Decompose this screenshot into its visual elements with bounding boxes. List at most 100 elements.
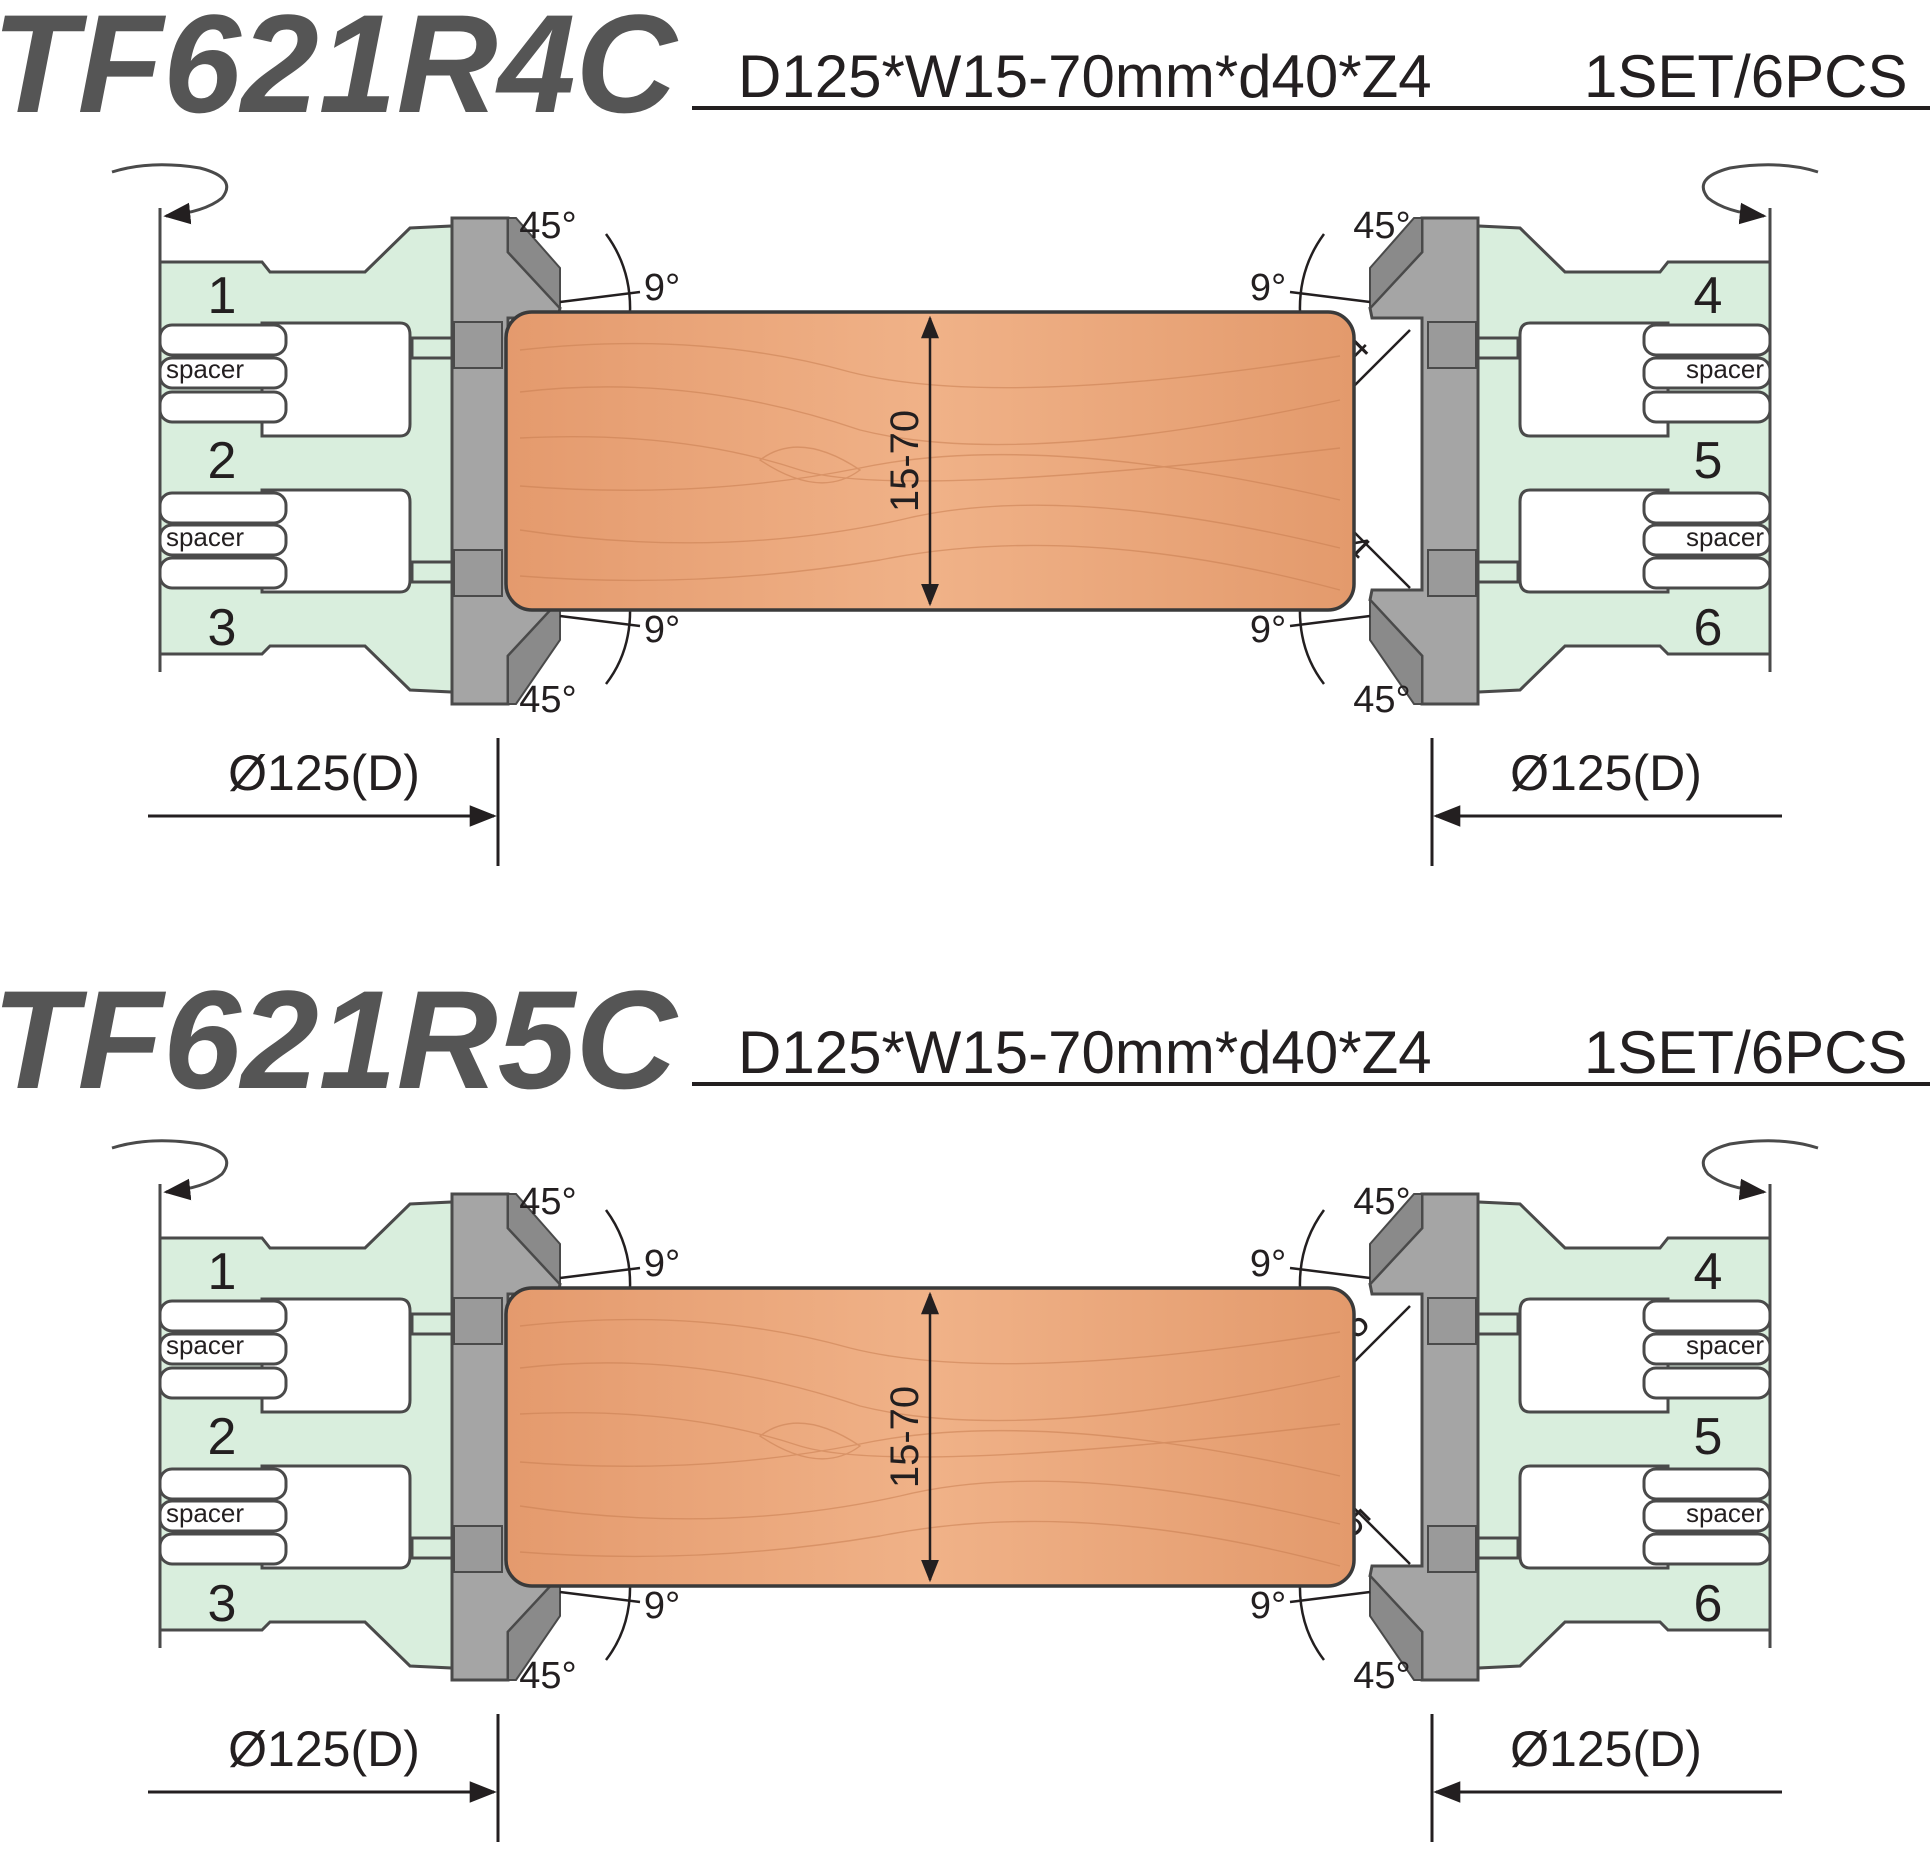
grain-line [519,544,1341,591]
cutter-number-5: 5 [1694,432,1723,490]
pin-block [410,1536,454,1560]
angle-label-45-top: 45° [1353,205,1410,247]
quantity-text: 1SET/6PCS [1584,1019,1907,1086]
knife-clamp [1427,1525,1477,1573]
angle-label-9-bottom: 9° [644,1585,680,1627]
grain-line [519,342,1341,389]
angle-label-9-bottom: 9° [644,609,680,651]
spacer [1642,491,1772,590]
grain-line [519,1429,1341,1477]
spacer-plate [158,556,288,590]
grain-line [519,453,1341,501]
pin-block [410,560,454,584]
cutter-number-6: 6 [1694,1575,1723,1633]
knife-bevel-top [1369,217,1423,311]
angle-label-9-top: 9° [644,1243,680,1285]
spacer-plate [158,390,288,424]
angle-label-45-top: 45° [1353,1181,1410,1223]
angle-line [1289,1590,1371,1604]
pin-block [1476,560,1520,584]
body-gap-upper [1518,321,1670,438]
rotation-arrow [111,163,229,225]
spacer-label: spacer [166,522,244,552]
grain-line [519,504,1341,549]
spacer-plate [1642,1467,1772,1501]
cutter-body [1476,1200,1772,1670]
angle-line [1289,1266,1371,1280]
grain-line [758,446,862,484]
knife-bevel-bottom [1369,1573,1423,1681]
angle-label-9-bottom: 9° [1250,1585,1286,1627]
spacer-plate [1642,390,1772,424]
angle-label-9-bottom: 9° [1250,609,1286,651]
angle-line [559,614,641,628]
spacer-plate [158,1366,288,1400]
model-title: TF621R5C [0,961,679,1118]
body-gap-upper [260,1297,412,1414]
knife-clamp [1427,321,1477,369]
cutter-number-2: 2 [208,1408,237,1466]
knife-clamp [1427,549,1477,597]
angle-line [1289,614,1371,628]
grain-line [519,435,1341,482]
rotation-arrow [111,1139,229,1201]
angle-label-45-bottom: 45° [1353,679,1410,721]
wood-grain [519,342,1341,591]
spacer-plate [1642,1366,1772,1400]
knife-clamp [453,1525,503,1573]
cutter-number-6: 6 [1694,599,1723,657]
angle-label-45-bottom: 45° [1353,1655,1410,1697]
model-title: TF621R4C [0,0,679,142]
spec-text: D125*W15-70mm*d40*Z4 [738,43,1432,110]
cutter-body [1476,224,1772,694]
body-gap-lower [260,488,412,594]
grain-line [519,386,1341,446]
spacer-label: spacer [1686,522,1764,552]
knife-clamp [453,321,503,369]
spacer-label: spacer [1686,1498,1764,1528]
thickness-label: 15-70 [883,410,927,512]
spacer-plate [1642,491,1772,525]
cutter-number-1: 1 [208,267,237,325]
grain-line [519,1411,1341,1458]
angle-label-45-bottom: 45° [519,679,576,721]
body-gap-lower [1518,1464,1670,1570]
pin-block [1476,1312,1520,1336]
knife-clamp [1427,1297,1477,1345]
tool-assembly: 123spacerspacer45°45°9°9°R4R4Ø125(D)456s… [111,163,1819,866]
cutter-number-5: 5 [1694,1408,1723,1466]
spacer-label: spacer [1686,1330,1764,1360]
right-cutter [1289,1139,1819,1842]
spacer-plate [158,323,288,357]
diameter-label: Ø125(D) [228,745,420,801]
left-cutter [111,1139,641,1842]
cutter-number-2: 2 [208,432,237,490]
cutter-number-4: 4 [1694,267,1723,325]
body-gap-upper [1518,1297,1670,1414]
set-tf621r5c: TF621R5C D125*W15-70mm*d40*Z4 1SET/6PCS … [0,961,1930,1842]
spacer-label: spacer [166,354,244,384]
spacer [158,1299,288,1400]
angle-label-45-top: 45° [519,1181,576,1223]
angle-label-9-top: 9° [1250,267,1286,309]
grain-line [519,1520,1341,1567]
spacer-plate [1642,1299,1772,1333]
tool-assembly: 123spacerspacer45°45°9°9°R5R5Ø125(D)456s… [111,1139,1819,1842]
left-cutter [111,163,641,866]
right-cutter [1289,163,1819,866]
spacer [1642,323,1772,424]
spacer-plate [158,1532,288,1566]
body-gap-lower [260,1464,412,1570]
wood-grain [519,1318,1341,1567]
cutter-body [158,224,454,694]
spacer-plate [1642,1532,1772,1566]
grain-line [519,1318,1341,1365]
knife-clamp [453,1297,503,1345]
angle-label-45-bottom: 45° [519,1655,576,1697]
cutter-body [158,1200,454,1670]
spec-text: D125*W15-70mm*d40*Z4 [738,1019,1432,1086]
quantity-text: 1SET/6PCS [1584,43,1907,110]
grain-line [519,1480,1341,1525]
spacer-label: spacer [166,1330,244,1360]
